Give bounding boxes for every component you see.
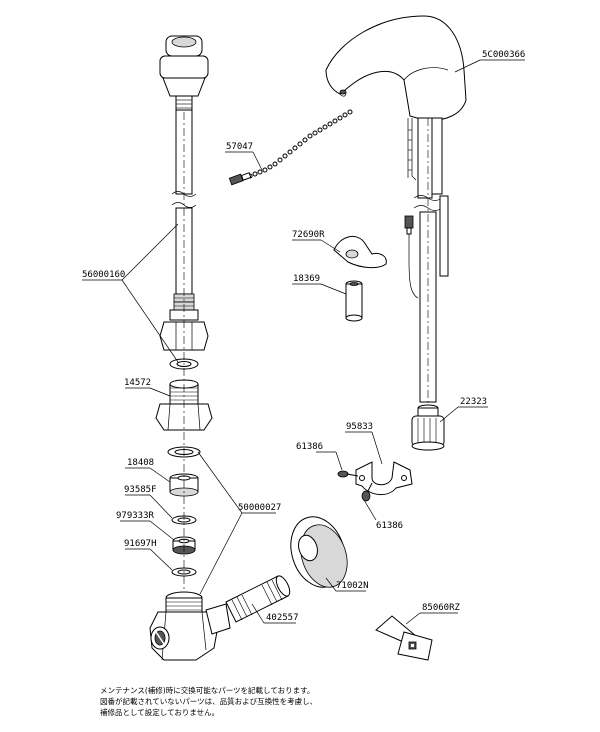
label-screw-b: 61386 — [376, 521, 403, 531]
label-adapter: 14572 — [124, 378, 151, 388]
screw-61386-a — [337, 470, 359, 478]
label-check-valve: 979333R — [116, 511, 155, 521]
key-85060rz — [375, 615, 433, 661]
spacer-18369 — [345, 280, 363, 322]
label-flex-hose: 56000160 — [82, 270, 125, 280]
label-spacer: 18369 — [293, 274, 320, 284]
clip-72690r — [333, 235, 387, 269]
maintenance-note: メンテナンス(補修)時に交換可能なパーツを記載しております。 図番が記載されてい… — [100, 685, 540, 718]
nipple-402557 — [225, 575, 291, 623]
faucet-body — [325, 15, 467, 408]
label-key: 85060RZ — [422, 603, 461, 613]
label-nipple: 402557 — [266, 613, 299, 623]
flange-71002n — [290, 516, 348, 588]
note-line-3: 補修品として設定しておりません。 — [100, 708, 220, 717]
nut-22323 — [411, 404, 445, 451]
label-washer-b: 91697H — [124, 539, 157, 549]
leader-lines — [82, 59, 525, 625]
label-bracket: 95833 — [346, 422, 373, 432]
stop-valve — [149, 591, 231, 661]
label-bushing: 18408 — [127, 458, 154, 468]
label-clip: 72690R — [292, 230, 325, 240]
screw-61386-b — [361, 482, 373, 502]
label-chain: 57047 — [226, 142, 253, 152]
label-flange: 71002N — [336, 581, 369, 591]
chain-57047 — [228, 109, 353, 186]
label-washer-a: 93585F — [124, 485, 157, 495]
bracket-95833 — [355, 461, 413, 495]
label-screw-a: 61386 — [296, 442, 323, 452]
label-faucet-body: 5C000366 — [482, 50, 525, 60]
label-stop-valve: 50000027 — [238, 503, 281, 513]
label-nut: 22323 — [460, 397, 487, 407]
note-line-2: 図番が記載されていないパーツは、品質および互換性を考慮し、 — [100, 697, 318, 706]
note-line-1: メンテナンス(補修)時に交換可能なパーツを記載しております。 — [100, 686, 315, 695]
